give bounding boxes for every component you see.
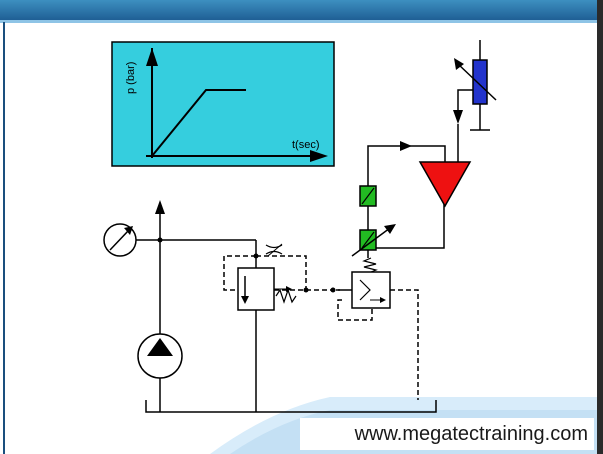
left-border <box>3 22 5 454</box>
tank-line <box>145 310 437 413</box>
pressure-time-graph: p (bar) t(sec) <box>111 41 335 167</box>
proportional-pilot-valve <box>336 257 391 309</box>
solenoid-coil-upper <box>359 185 377 207</box>
graph-x-axis-arrow <box>310 150 328 162</box>
pressure-line <box>155 200 259 334</box>
hydraulic-pump <box>137 333 183 412</box>
pressure-curve <box>151 89 246 157</box>
coil-wiring <box>367 141 445 258</box>
solenoid-coil-lower <box>351 224 396 257</box>
header-bar-highlight <box>0 20 603 23</box>
pilot-orifice <box>265 243 283 257</box>
pressure-gauge <box>103 223 160 257</box>
header-bar <box>0 0 603 20</box>
right-border <box>597 0 603 454</box>
pilot-junction <box>330 287 336 293</box>
setpoint-potentiometer <box>453 40 497 162</box>
pilot-junction <box>303 287 309 293</box>
graph-x-axis-label: t(sec) <box>292 139 320 151</box>
amplifier-triangle <box>410 145 472 208</box>
website-url: www.megatectraining.com <box>300 418 594 450</box>
graph-y-axis-arrow <box>146 48 158 66</box>
pilot-operated-relief-valve <box>237 267 297 311</box>
graph-y-axis-label: p (bar) <box>125 62 137 94</box>
